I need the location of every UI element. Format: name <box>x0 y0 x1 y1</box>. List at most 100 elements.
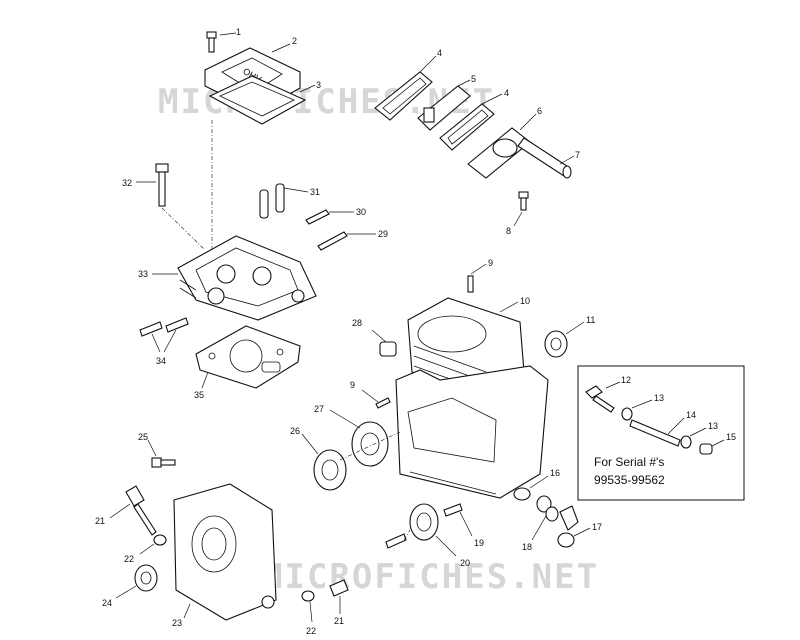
label-19: 19 <box>474 538 484 548</box>
centerline-crank <box>339 431 401 461</box>
head-gasket-slot <box>261 361 281 373</box>
nut-17 <box>557 532 575 548</box>
dowel-pin-top <box>467 275 474 293</box>
leader-17 <box>573 527 591 537</box>
leader-3 <box>299 84 316 93</box>
crankcase-cover-bore <box>201 527 227 561</box>
valve-guide-b <box>275 183 285 213</box>
bearing-27 <box>351 421 389 467</box>
leader-24 <box>115 585 137 599</box>
cylinder-fin-1 <box>413 345 487 373</box>
crankcase-cover-plug <box>261 595 275 609</box>
head-gasket-bore <box>229 339 263 373</box>
inset-serial-box <box>577 365 745 501</box>
gear-pin <box>385 533 407 549</box>
leader-26 <box>301 433 319 455</box>
head-fin-2 <box>179 287 197 299</box>
label-20: 20 <box>460 558 470 568</box>
label-6: 6 <box>537 106 542 116</box>
leader-31 <box>283 187 309 193</box>
label-17: 17 <box>592 522 602 532</box>
inset-text-line1: For Serial #'s <box>594 455 664 469</box>
head-gasket-hole-a <box>208 352 216 360</box>
oring-22b <box>301 590 315 602</box>
label-21b: 21 <box>334 616 344 626</box>
leader-34a <box>151 333 161 353</box>
crankcase-cover-boss <box>191 515 237 573</box>
label-13b: 13 <box>708 421 718 431</box>
oil-seal-24 <box>134 564 158 592</box>
washer-18b <box>545 506 559 522</box>
label-5: 5 <box>471 74 476 84</box>
inset-cap-15 <box>699 443 713 455</box>
oring-22a <box>153 534 167 546</box>
head-port-a <box>216 264 236 284</box>
centerline-head-bolt <box>161 207 206 251</box>
cover-bolt-25-shank <box>160 459 176 466</box>
crankcase <box>395 365 549 499</box>
inset-oring-13b <box>680 435 692 449</box>
leader-13b <box>689 427 707 437</box>
label-4a: 4 <box>437 48 442 58</box>
leader-9a <box>470 263 487 275</box>
spring-34a <box>139 321 163 337</box>
label-29: 29 <box>378 229 388 239</box>
reed-plate-tab <box>423 107 435 123</box>
valve-cover-gasket-inner <box>219 81 295 117</box>
oil-seal-24-inner <box>140 571 152 585</box>
label-22b: 22 <box>306 626 316 636</box>
crankcase-group <box>301 263 585 501</box>
cover-bolt-25-head <box>151 457 162 468</box>
governor-shaft <box>443 503 463 517</box>
leader-21a <box>109 503 131 519</box>
leader-27 <box>329 409 361 429</box>
elbow-fitting <box>559 505 579 531</box>
leader-15 <box>711 439 725 447</box>
label-3: 3 <box>316 80 321 90</box>
breather-tube <box>517 137 571 177</box>
breather-bolt-shank <box>520 197 527 211</box>
label-26: 26 <box>290 426 300 436</box>
breather-gasket-b-inner <box>447 109 489 145</box>
bushing-28 <box>379 341 397 357</box>
label-31: 31 <box>310 187 320 197</box>
label-9a: 9 <box>488 258 493 268</box>
crankcase-cavity <box>407 397 497 463</box>
label-9b: 9 <box>350 380 355 390</box>
dowel-pin-side <box>375 397 391 409</box>
leader-9b <box>361 389 379 403</box>
leader-35 <box>201 371 209 389</box>
inset-tube-14 <box>629 419 681 447</box>
cylinder-head <box>177 235 317 321</box>
label-14: 14 <box>686 410 696 420</box>
label-23: 23 <box>172 618 182 628</box>
cover-bolt-shank <box>208 37 215 53</box>
leader-28 <box>371 329 387 343</box>
label-33: 33 <box>138 269 148 279</box>
label-12: 12 <box>621 375 631 385</box>
valve-guide-a <box>259 189 269 219</box>
leader-14 <box>667 417 685 435</box>
inset-text-line2: 99535-99562 <box>594 473 665 487</box>
inset-fitting-12-stem <box>592 395 615 413</box>
head-bolt-head <box>155 163 169 173</box>
leader-4b <box>481 93 503 105</box>
label-24: 24 <box>102 598 112 608</box>
leader-13a <box>631 399 653 409</box>
leader-4a <box>419 55 437 73</box>
leader-1 <box>219 32 237 36</box>
centerline-gear <box>403 529 411 541</box>
leader-7 <box>559 155 575 165</box>
label-32: 32 <box>122 178 132 188</box>
leader-10 <box>499 301 519 313</box>
leader-19 <box>459 511 473 537</box>
head-bolt-shank <box>158 171 166 207</box>
drain-plug-head <box>329 579 349 597</box>
leader-5 <box>457 79 471 87</box>
label-8: 8 <box>506 226 511 236</box>
governor-gear-hub <box>416 512 432 532</box>
dipstick-cap <box>125 485 145 507</box>
breather-gasket-b <box>439 103 495 151</box>
label-25: 25 <box>138 432 148 442</box>
breather-gasket-a <box>374 71 433 121</box>
